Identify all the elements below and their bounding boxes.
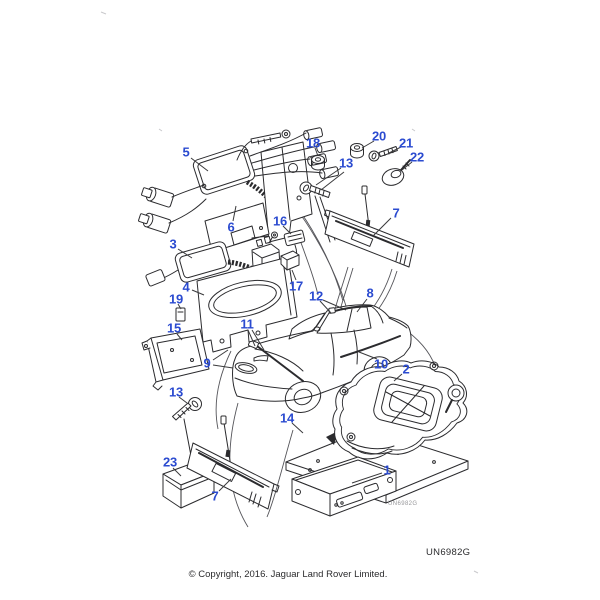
- callout-leader-line: [218, 478, 232, 492]
- inline-figure-code: UN6982G: [388, 501, 418, 507]
- callout-12[interactable]: 12: [308, 288, 324, 304]
- callout-leader-line: [191, 289, 205, 296]
- part-7-antenna-panel-bottom: [186, 415, 280, 510]
- callout-leader-line: [351, 472, 383, 484]
- callout-leader-lines: [172, 140, 413, 492]
- callout-10[interactable]: 10: [373, 356, 389, 372]
- part-19-stud: [175, 307, 186, 322]
- callout-8[interactable]: 8: [366, 285, 374, 301]
- callout-9[interactable]: 9: [203, 355, 211, 371]
- callout-22[interactable]: 22: [409, 149, 425, 165]
- part-18-nut: [311, 155, 325, 171]
- callout-leader-line: [176, 333, 183, 341]
- callout-23[interactable]: 23: [162, 454, 178, 470]
- callout-leader-line: [319, 300, 332, 314]
- callout-11[interactable]: 11: [240, 316, 254, 332]
- callout-leader-line: [356, 298, 368, 313]
- callout-leader-line: [315, 167, 342, 186]
- copyright-text: © Copyright, 2016. Jaguar Land Rover Lim…: [188, 569, 388, 580]
- part-7-antenna-panel-top: [324, 185, 415, 268]
- part-21-screw: [368, 146, 398, 162]
- mounting-stud: [236, 129, 291, 161]
- windshield: [288, 312, 326, 340]
- callout-leader-line: [177, 248, 193, 259]
- callout-leader-line: [393, 373, 403, 382]
- callout-18[interactable]: 18: [305, 135, 321, 151]
- callout-20[interactable]: 20: [371, 128, 387, 144]
- side-trim: [340, 335, 401, 358]
- callout-leader-line: [251, 329, 265, 351]
- callout-leader-line: [177, 303, 182, 310]
- callout-leader-line: [320, 171, 345, 191]
- callout-leader-line: [172, 467, 182, 477]
- callout-leader-line: [372, 217, 392, 237]
- callout-leader-line: [401, 161, 413, 171]
- callout-15[interactable]: 15: [166, 320, 182, 336]
- callout-6[interactable]: 6: [227, 219, 235, 235]
- callout-leader-line: [212, 349, 229, 361]
- callout-13-bottom[interactable]: 13: [168, 384, 184, 400]
- callout-1[interactable]: 1: [383, 462, 391, 478]
- callout-3[interactable]: 3: [169, 236, 177, 252]
- callout-7-bottom[interactable]: 7: [211, 488, 219, 504]
- callout-4[interactable]: 4: [182, 279, 190, 295]
- figure-code: UN6982G: [426, 547, 471, 558]
- callout-5[interactable]: 5: [182, 144, 190, 160]
- callout-7-top[interactable]: 7: [392, 205, 400, 221]
- scan-artifacts: [100, 11, 479, 574]
- callout-leader-line: [358, 351, 378, 360]
- callout-leader-line: [291, 269, 297, 281]
- callout-2[interactable]: 2: [402, 361, 410, 377]
- callout-14[interactable]: 14: [279, 410, 295, 426]
- callout-leader-line: [232, 205, 237, 222]
- part-16-connector: [283, 229, 306, 268]
- part-17-clip: [280, 250, 300, 271]
- part-15-module: [141, 328, 210, 391]
- rca-plugs: [138, 184, 207, 234]
- callout-leader-line: [247, 329, 256, 347]
- callout-leader-line: [322, 299, 347, 311]
- callout-leader-line: [314, 147, 319, 157]
- part-13-screw-top: [299, 181, 336, 243]
- vehicle-sketch: [232, 304, 412, 413]
- callout-19[interactable]: 19: [168, 291, 184, 307]
- callout-leader-line: [291, 422, 304, 434]
- part-22-clip: [381, 159, 411, 186]
- callout-21[interactable]: 21: [398, 135, 414, 151]
- hood-antenna-cable: [256, 345, 304, 382]
- headlamp: [253, 355, 269, 362]
- callout-leader-line: [282, 225, 292, 235]
- part-6-bracket: [204, 127, 339, 253]
- callout-leader-line: [190, 157, 209, 172]
- part-2-speaker-enclosure: [332, 360, 468, 460]
- callout-leader-line: [178, 396, 188, 404]
- callout-leader-line: [388, 146, 402, 154]
- part-1-amplifier: [291, 456, 397, 517]
- callout-17[interactable]: 17: [288, 278, 304, 294]
- callout-leader-line: [212, 364, 234, 369]
- callout-leader-line: [361, 140, 375, 149]
- callout-16[interactable]: 16: [272, 213, 288, 229]
- grille: [234, 362, 258, 374]
- callout-13-top[interactable]: 13: [338, 155, 354, 171]
